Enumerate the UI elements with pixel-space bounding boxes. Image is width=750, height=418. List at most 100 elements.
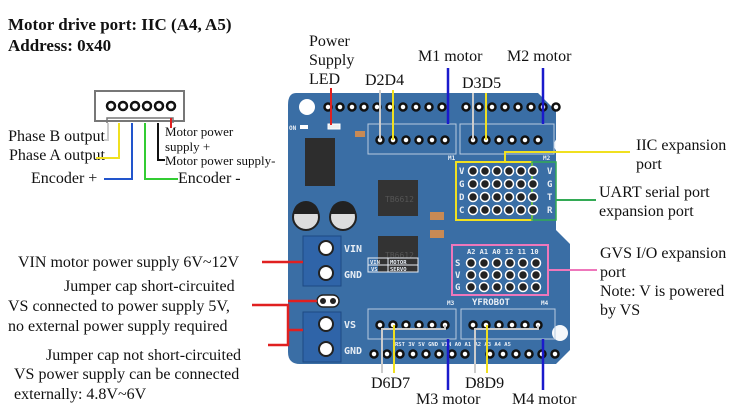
label-encoder-minus: Encoder - [178, 170, 241, 187]
label-d6d7: D6D7 [371, 375, 411, 392]
header-pin [491, 257, 503, 269]
wire-motor-minus [157, 123, 165, 161]
label-motor-power-plus-2: supply + [165, 139, 211, 154]
header-pin [465, 257, 477, 269]
uart-row-t: T [547, 193, 553, 203]
driver-board: M1 M2 ON TB6612 TB6612 VIN GND VIN MOTOR [288, 93, 570, 364]
table-vin: VIN [370, 260, 380, 266]
label-phase-b: Phase B output [8, 128, 105, 145]
label-gvs-1: GVS I/O expansion [600, 245, 727, 262]
table-servo: SERVO [390, 267, 407, 273]
header-pin [527, 204, 539, 216]
header-pin [479, 204, 491, 216]
header-pin [478, 281, 490, 293]
header-pin [515, 178, 527, 190]
label-power-led-1: Power [309, 33, 350, 50]
header-pin [491, 269, 503, 281]
header-pin [503, 191, 515, 203]
header-pin [465, 269, 477, 281]
label-motor-power-minus: Motor power supply- [165, 153, 276, 168]
header-pin [467, 178, 479, 190]
header-pin [503, 165, 515, 177]
label-m2-header: M2 [543, 155, 551, 162]
label-m4-header: M4 [541, 300, 549, 307]
header-pin [491, 204, 503, 216]
header-pin [467, 204, 479, 216]
wire-phase-a [96, 123, 120, 159]
header-line-2: Address: 0x40 [8, 36, 112, 55]
header-pin [467, 165, 479, 177]
label-gvs-3: Note: V is powered [600, 283, 725, 300]
header-pin [491, 191, 503, 203]
encoder-connector [94, 90, 185, 123]
gvs-columns: A2 A1 A0 12 11 10 [467, 248, 539, 256]
header-pin [491, 178, 503, 190]
label-jumper-on-3: no external power supply required [8, 318, 228, 335]
label-m1-motor: M1 motor [418, 48, 483, 65]
header-pin [503, 178, 515, 190]
header-pin [515, 204, 527, 216]
header-pin [467, 191, 479, 203]
bottom-pin-labels: RST 3V 5V GND VIN A0 A1 A2 A3 A4 A5 [395, 342, 511, 348]
label-encoder-plus: Encoder + [31, 170, 98, 187]
header-pin [530, 257, 542, 269]
label-jumper-off-2: VS power supply can be connected [14, 366, 240, 383]
terminal-vs-label: VS [344, 320, 356, 331]
iic-row-g: G [459, 180, 464, 190]
label-jumper-off-1: Jumper cap not short-circuited [46, 347, 242, 364]
header-pin [515, 165, 527, 177]
wire-phase-b [104, 123, 109, 141]
label-m4-motor: M4 motor [512, 391, 577, 408]
header-pin [478, 269, 490, 281]
label-jumper-on-1: Jumper cap short-circuited [64, 278, 235, 295]
terminal-gnd-label: GND [344, 270, 362, 281]
header-pin [527, 191, 539, 203]
header-pin [527, 165, 539, 177]
chip-label-2: TB6612 [385, 251, 414, 260]
header-pin [479, 191, 491, 203]
label-d3d5: D3D5 [462, 75, 502, 92]
label-d2d4: D2D4 [365, 72, 405, 89]
terminal-vin-label: VIN [344, 244, 362, 255]
wire-encoder-minus [144, 123, 178, 180]
gvs-row-g: G [455, 283, 460, 293]
label-iic-2: port [636, 156, 662, 173]
uart-row-g: G [547, 180, 552, 190]
header-pin [517, 257, 529, 269]
wire-encoder-plus [104, 123, 133, 180]
header-pin [491, 281, 503, 293]
gvs-row-v: V [455, 271, 461, 281]
header-pin [504, 257, 516, 269]
uart-row-r: R [547, 206, 553, 216]
label-m1-header: M1 [448, 155, 456, 162]
label-iic-1: IIC expansion [636, 137, 727, 154]
header-pin [517, 281, 529, 293]
label-jumper-off-3: externally: 4.8V~6V [14, 386, 147, 403]
header-pin [479, 165, 491, 177]
iic-row-v: V [459, 167, 465, 177]
header-pin [530, 269, 542, 281]
header-pin [530, 281, 542, 293]
terminal-gnd2-label: GND [344, 346, 362, 357]
label-uart-1: UART serial port [599, 184, 710, 201]
table-motor: MOTOR [390, 260, 407, 266]
header-pin [515, 191, 527, 203]
uart-row-v: V [547, 167, 553, 177]
header-pin [503, 204, 515, 216]
chip-label-1: TB6612 [385, 195, 414, 204]
label-vin: VIN motor power supply 6V~12V [18, 254, 240, 271]
label-gvs-2: port [600, 264, 626, 281]
header-line-1: Motor drive port: IIC (A4, A5) [8, 15, 232, 34]
header-pin [479, 178, 491, 190]
label-power-led-3: LED [309, 71, 341, 88]
label-m2-motor: M2 motor [507, 48, 572, 65]
header-pin [491, 165, 503, 177]
header-pin [478, 257, 490, 269]
label-motor-power-plus-1: Motor power [165, 124, 234, 139]
label-uart-2: expansion port [599, 203, 694, 220]
iic-row-c: C [459, 206, 464, 216]
header-pin [504, 269, 516, 281]
label-gvs-4: by VS [600, 302, 641, 319]
brand-label: YFROBOT [472, 298, 511, 308]
